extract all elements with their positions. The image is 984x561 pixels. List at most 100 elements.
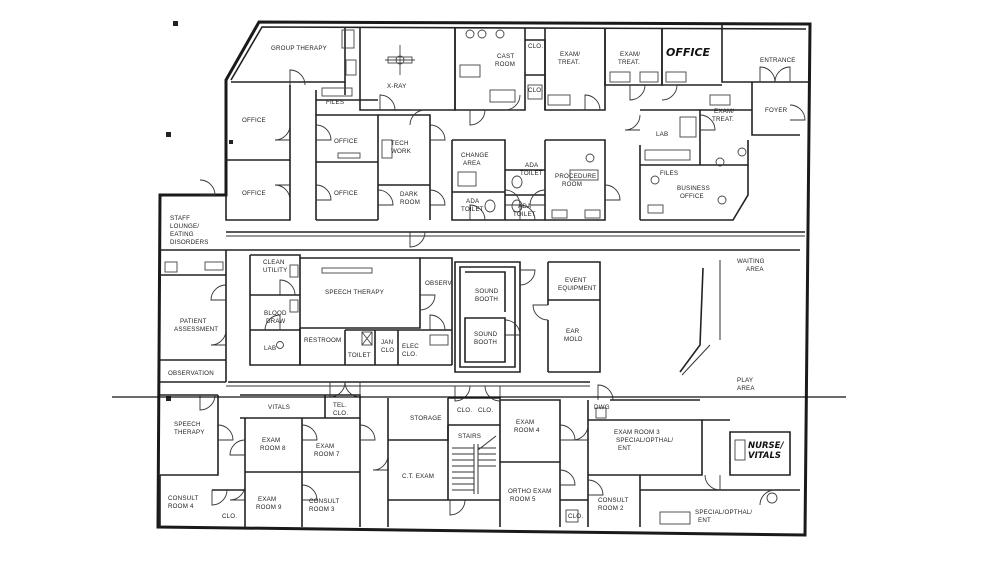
label-ada-toilet-3: ADA (518, 203, 532, 210)
registration-mark (173, 21, 178, 26)
label-exam-treat-1: TREAT. (558, 59, 580, 66)
label-business-office: OFFICE (680, 193, 704, 200)
label-tel-clo: TEL. (333, 402, 347, 409)
label-procedure-room: ROOM (562, 181, 582, 188)
label-ada-toilet-2: ADA (466, 198, 480, 205)
label-elec-clo: CLO. (402, 351, 417, 358)
label-jan-clo: JAN (381, 339, 393, 346)
label-jan-clo: CLO (381, 347, 394, 354)
label-staff-lounge: EATING (170, 231, 194, 238)
label-nurse-vitals: VITALS (748, 451, 781, 461)
label-change-area: CHANGE (461, 152, 489, 159)
label-sound-booth-1: BOOTH (475, 296, 498, 303)
label-dark-room: DARK (400, 191, 419, 198)
label-event-equipment: EQUIPMENT (558, 285, 597, 292)
exterior-walls (156, 20, 812, 537)
label-clo: CLO. (528, 87, 543, 94)
label-speech-therapy-2: THERAPY (174, 429, 205, 436)
label-ear-mold: MOLD (564, 336, 583, 343)
label-patient-assessment: ASSESSMENT (174, 326, 218, 333)
label-consult-room-2: ROOM 2 (598, 505, 624, 512)
label-dark-room: ROOM (400, 199, 420, 206)
label-waiting-area: WAITING (737, 258, 765, 265)
label-sound-booth-2: BOOTH (474, 339, 497, 346)
label-exam-treat-2: EXAM/ (620, 51, 640, 58)
label-exam-room-8: EXAM (262, 437, 280, 444)
label-blood-draw: BLOOD (264, 310, 287, 317)
label-exam-room-9: EXAM (258, 496, 276, 503)
label-consult-room-4: CONSULT (168, 495, 199, 502)
label-event-equipment: EVENT (565, 277, 587, 284)
label-group-therapy: GROUP THERAPY (271, 45, 327, 52)
label-exam-room-4: EXAM (516, 419, 534, 426)
label-procedure-room: PROCEDURE (555, 173, 596, 180)
label-staff-lounge: STAFF (170, 215, 190, 222)
label-office-hand: OFFICE (666, 46, 711, 59)
stair-treads (452, 435, 497, 494)
label-ada-toilet-1: TOILET (520, 170, 543, 177)
label-exam-treat-3: EXAM/ (714, 108, 734, 115)
label-exam-room-9: ROOM 9 (256, 504, 282, 511)
label-vitals: VITALS (268, 404, 290, 411)
label-files-mid: FILES (660, 170, 678, 177)
label-special-ent: ENT (698, 517, 711, 524)
label-consult-room-3: CONSULT (309, 498, 340, 505)
label-sound-booth-2: SOUND (474, 331, 498, 338)
label-ada-toilet-3: TOILET (513, 211, 536, 218)
label-sound-booth-1: SOUND (475, 288, 499, 295)
label-clo: CLO. (478, 407, 493, 414)
label-exam-treat-3: TREAT. (712, 116, 734, 123)
label-observation: OBSERVATION (168, 370, 214, 377)
registration-mark (166, 132, 171, 137)
label-tech-work: TECH (391, 140, 409, 147)
fixtures (164, 29, 778, 525)
label-entrance: ENTRANCE (760, 57, 796, 64)
label-cast-room: ROOM (495, 61, 515, 68)
label-tel-clo: CLO. (333, 410, 348, 417)
label-stairs: STAIRS (458, 433, 481, 440)
label-cast-room: CAST (497, 53, 514, 60)
label-storage: STORAGE (410, 415, 442, 422)
label-clean-utility: CLEAN (263, 259, 285, 266)
label-exam-room-3: ENT (618, 445, 631, 452)
label-observ: OBSERV. (425, 280, 453, 287)
label-play-area: PLAY (737, 377, 753, 384)
label-tech-work: WORK (391, 148, 412, 155)
label-restroom: RESTROOM (304, 337, 341, 344)
label-exam-treat-1: EXAM/ (560, 51, 580, 58)
label-toilet: TOILET (348, 352, 371, 359)
label-waiting-area: AREA (746, 266, 764, 273)
middle-partitions (160, 250, 711, 387)
label-staff-lounge: LOUNGE/ (170, 223, 199, 230)
label-ct-exam: C.T. EXAM (402, 473, 434, 480)
label-speech-therapy-1: SPEECH THERAPY (325, 289, 384, 296)
label-special-ent: SPECIAL/OPTHAL/ (695, 509, 752, 516)
label-x-ray: X-RAY (387, 83, 406, 90)
label-nurse-vitals: NURSE/ (748, 441, 784, 451)
label-office-1: OFFICE (242, 117, 266, 124)
label-exam-room-4: ROOM 4 (514, 427, 540, 434)
label-play-area: AREA (737, 385, 755, 392)
registration-mark (166, 396, 171, 401)
label-office-4: OFFICE (334, 190, 358, 197)
label-blood-draw: DRAW (266, 318, 285, 325)
registration-mark (229, 140, 233, 144)
top-partitions (160, 28, 805, 251)
label-change-area: AREA (463, 160, 481, 167)
label-exam-room-8: ROOM 8 (260, 445, 286, 452)
label-office-3: OFFICE (242, 190, 266, 197)
label-ada-toilet-1: ADA (525, 162, 539, 169)
label-staff-lounge: DISORDERS (170, 239, 209, 246)
label-lab: LAB (656, 131, 668, 138)
door-swings (199, 66, 806, 516)
label-exam-treat-2: TREAT. (618, 59, 640, 66)
label-exam-room-7: EXAM (316, 443, 334, 450)
label-speech-therapy-2: SPEECH (174, 421, 201, 428)
label-consult-room-3: ROOM 3 (309, 506, 335, 513)
label-elec-clo: ELEC (402, 343, 419, 350)
label-clo: CLO. (568, 513, 583, 520)
label-exam-room-3: EXAM ROOM 3 (614, 429, 660, 436)
label-dwg: DWG (594, 404, 610, 411)
label-office-2: OFFICE (334, 138, 358, 145)
